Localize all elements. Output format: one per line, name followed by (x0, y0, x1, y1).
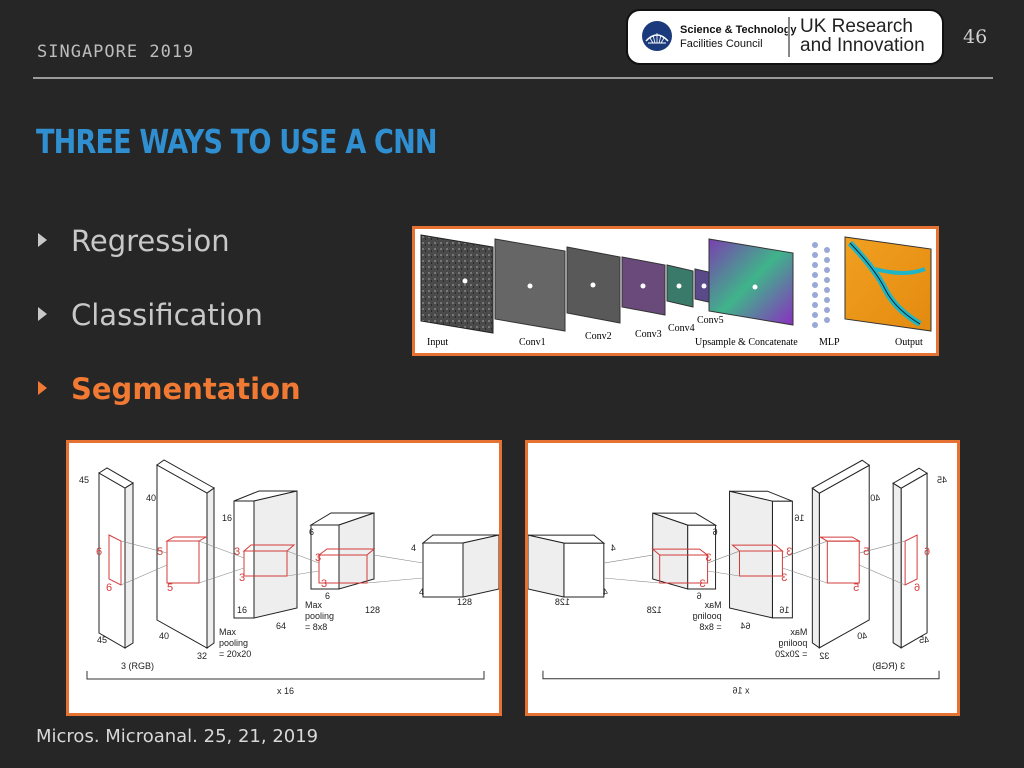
svg-text:4: 4 (411, 543, 416, 553)
svg-text:6: 6 (106, 582, 112, 594)
svg-text:64: 64 (276, 621, 286, 631)
svg-text:6: 6 (924, 546, 930, 558)
svg-text:Max: Max (305, 600, 323, 610)
stfc-logo-icon (642, 21, 672, 51)
svg-text:64: 64 (740, 621, 750, 631)
svg-text:45: 45 (937, 475, 947, 485)
bullet-label: Classification (71, 298, 263, 332)
svg-text:3: 3 (699, 578, 705, 590)
bullet-arrow-icon (38, 307, 47, 321)
cnn-architecture-figure: 45 40 16 6 4 45 40 16 6 4 32 64 128 128 … (66, 440, 502, 716)
svg-text:5: 5 (157, 546, 163, 558)
svg-text:3: 3 (705, 552, 711, 564)
svg-text:128: 128 (555, 597, 570, 607)
svg-text:4: 4 (419, 587, 424, 597)
svg-text:128: 128 (365, 605, 380, 615)
svg-text:16: 16 (794, 513, 804, 523)
svg-text:x 16: x 16 (733, 686, 750, 696)
svg-text:Max: Max (704, 600, 721, 610)
svg-text:6: 6 (325, 591, 330, 601)
svg-text:3: 3 (786, 546, 792, 558)
cnn-architecture-figure-mirrored: 45 40 16 6 4 45 40 16 6 4 32 64 128 128 … (525, 440, 960, 716)
svg-text:x 16: x 16 (277, 686, 294, 696)
svg-text:pooling: pooling (693, 611, 722, 621)
slide-title: THREE WAYS TO USE A CNN (36, 122, 438, 161)
stfc-name-line1: Science & Technology (680, 24, 797, 36)
svg-text:40: 40 (857, 631, 867, 641)
fig-label-upsample: Upsample & Concatenate (695, 337, 798, 348)
svg-text:3 (RGB): 3 (RGB) (872, 661, 905, 671)
fig-label-mlp: MLP (819, 337, 840, 348)
upsample-layer (708, 238, 794, 326)
header-rule (33, 77, 993, 79)
svg-text:5: 5 (863, 546, 869, 558)
svg-text:40: 40 (159, 631, 169, 641)
partner-logos: Science & Technology Facilities Council … (626, 9, 944, 65)
svg-text:128: 128 (647, 605, 662, 615)
fig-label-conv1: Conv1 (519, 337, 546, 348)
bullet-arrow-icon (38, 233, 47, 247)
svg-text:4: 4 (611, 543, 616, 553)
fig-label-conv2: Conv2 (585, 331, 612, 342)
fig-label-conv3: Conv3 (635, 329, 662, 340)
svg-text:16: 16 (779, 605, 789, 615)
svg-text:40: 40 (870, 493, 880, 503)
svg-text:= 8x8: = 8x8 (699, 622, 721, 632)
input-layer (420, 234, 494, 334)
logo-divider (788, 17, 790, 57)
svg-text:40: 40 (146, 493, 156, 503)
fig-label-input: Input (427, 337, 448, 348)
svg-text:6: 6 (309, 527, 314, 537)
bullet-regression: Regression (38, 224, 230, 258)
svg-text:16: 16 (222, 513, 232, 523)
svg-text:pooling: pooling (778, 638, 807, 648)
svg-text:6: 6 (96, 546, 102, 558)
svg-text:= 8x8: = 8x8 (305, 622, 327, 632)
svg-text:3: 3 (234, 546, 240, 558)
svg-text:3: 3 (315, 552, 321, 564)
bullet-segmentation: Segmentation (38, 372, 301, 406)
svg-text:Max: Max (790, 627, 807, 637)
svg-text:= 20x20: = 20x20 (775, 649, 807, 659)
ukri-name-line2: and Innovation (800, 35, 925, 56)
svg-text:32: 32 (819, 651, 829, 661)
svg-text:128: 128 (457, 597, 472, 607)
mlp-nodes (812, 242, 830, 328)
svg-text:32: 32 (197, 651, 207, 661)
svg-text:6: 6 (713, 527, 718, 537)
svg-text:16: 16 (237, 605, 247, 615)
svg-text:pooling: pooling (219, 638, 248, 648)
svg-text:3: 3 (781, 572, 787, 584)
fig-label-conv4: Conv4 (668, 323, 695, 334)
bullet-label: Regression (71, 224, 230, 258)
svg-text:Max: Max (219, 627, 237, 637)
svg-text:4: 4 (603, 587, 608, 597)
bullet-label: Segmentation (71, 372, 301, 406)
svg-text:45: 45 (79, 475, 89, 485)
svg-text:pooling: pooling (305, 611, 334, 621)
svg-text:5: 5 (853, 582, 859, 594)
svg-text:45: 45 (919, 635, 929, 645)
header-label: SINGAPORE 2019 (37, 42, 195, 62)
bullet-arrow-icon (38, 381, 47, 395)
ukri-name-line1: UK Research (800, 16, 913, 37)
svg-text:6: 6 (697, 591, 702, 601)
segmentation-network-figure: Input Conv1 Conv2 Conv3 Conv4 Conv5 Upsa… (412, 226, 939, 356)
svg-text:6: 6 (914, 582, 920, 594)
svg-text:5: 5 (167, 582, 173, 594)
svg-text:3: 3 (239, 572, 245, 584)
svg-text:45: 45 (97, 635, 107, 645)
page-number: 46 (963, 26, 988, 48)
svg-text:3 (RGB): 3 (RGB) (121, 661, 154, 671)
fig-label-output: Output (895, 337, 923, 348)
bullet-classification: Classification (38, 298, 263, 332)
stfc-name-line2: Facilities Council (680, 38, 763, 50)
svg-text:= 20x20: = 20x20 (219, 649, 251, 659)
svg-text:3: 3 (321, 578, 327, 590)
citation: Micros. Microanal. 25, 21, 2019 (36, 726, 319, 747)
fig-label-conv5: Conv5 (697, 315, 724, 326)
